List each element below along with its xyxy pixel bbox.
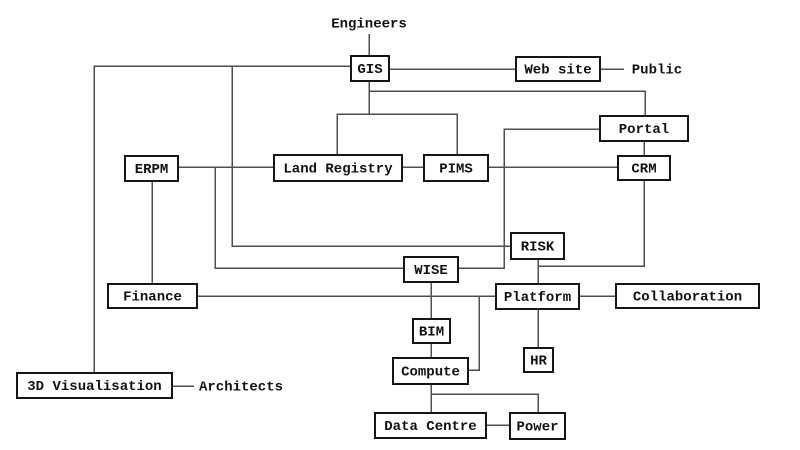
node-label-land-registry: Land Registry <box>283 162 393 178</box>
node-box-erpm <box>124 155 179 182</box>
node-label-gis: GIS <box>357 62 382 78</box>
node-box-crm <box>617 155 671 181</box>
edge-gis-portal <box>369 90 646 116</box>
node-label-3d-visualisation: 3D Visualisation <box>27 379 161 395</box>
label-public: Public <box>632 63 682 79</box>
edge-crm-risk-line <box>538 180 645 267</box>
node-box-portal <box>599 115 689 142</box>
node-label-finance: Finance <box>123 290 182 306</box>
node-box-collaboration <box>615 283 760 309</box>
node-label-hr: HR <box>530 354 547 370</box>
node-box-power <box>509 412 566 440</box>
edge-gis-3d-visualisation <box>93 65 351 373</box>
node-label-wise: WISE <box>414 263 448 279</box>
node-box-land-registry <box>273 154 403 182</box>
node-box-platform <box>495 283 580 310</box>
node-box-bim <box>412 318 451 344</box>
edge-platform-line-compute <box>468 296 480 371</box>
node-label-data-centre: Data Centre <box>384 419 476 435</box>
node-label-compute: Compute <box>401 365 460 381</box>
node-label-portal: Portal <box>619 122 669 138</box>
edge-portal-wise <box>458 128 600 269</box>
label-engineers: Engineers <box>331 17 407 33</box>
node-label-web-site: Web site <box>524 63 591 79</box>
edge-erpm-line-wise <box>214 167 404 269</box>
node-box-web-site <box>515 56 601 82</box>
node-label-bim: BIM <box>419 325 444 341</box>
edge-gis-risk <box>231 66 511 247</box>
node-box-wise <box>403 256 459 283</box>
edge-compute-power <box>431 393 539 413</box>
node-label-platform: Platform <box>504 290 571 306</box>
node-box-hr <box>523 347 554 373</box>
node-box-compute <box>392 357 469 385</box>
node-label-collaboration: Collaboration <box>633 290 742 306</box>
node-box-gis <box>350 55 390 82</box>
node-label-crm: CRM <box>631 162 656 178</box>
node-box-pims <box>423 154 489 182</box>
node-box-data-centre <box>374 412 487 439</box>
node-box-3d-visualisation <box>16 372 173 399</box>
node-label-pims: PIMS <box>439 162 473 178</box>
node-label-power: Power <box>516 420 558 436</box>
edge-gis-land-registry-pims <box>336 113 458 155</box>
node-box-risk <box>510 232 565 260</box>
node-box-finance <box>107 283 198 309</box>
label-architects: Architects <box>199 380 283 396</box>
node-label-erpm: ERPM <box>135 162 169 178</box>
node-label-risk: RISK <box>521 240 555 256</box>
